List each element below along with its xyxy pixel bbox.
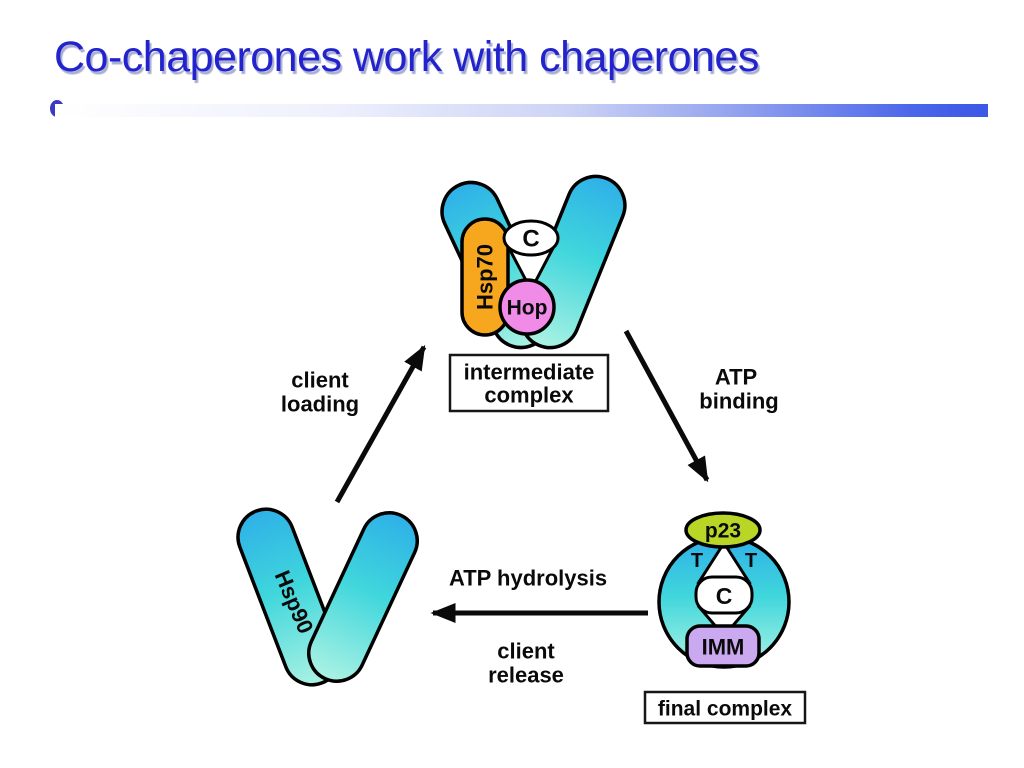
client-c-label-top: C xyxy=(522,226,539,253)
atp-hydrolysis-label: ATP hydrolysis xyxy=(449,566,607,591)
final-complex-graphic: C T T p23 IMM xyxy=(657,511,791,669)
hsp90-dimer-graphic: Hsp90 xyxy=(236,507,419,687)
atp-binding-arrow xyxy=(623,329,710,483)
final-complex-box xyxy=(643,690,807,725)
hsp70-label: Hsp70 xyxy=(473,244,498,310)
client-c-oval-top xyxy=(502,219,560,257)
client-c-oval-final xyxy=(694,575,754,615)
atp-binding-label-line1: ATP xyxy=(715,365,757,390)
slide-title: Co-chaperones work with chaperones xyxy=(54,33,759,81)
client-loading-arrow xyxy=(334,344,427,504)
atp-binding-label-line2: binding xyxy=(699,389,778,414)
hop-label: Hop xyxy=(507,297,548,320)
hsp70-capsule xyxy=(460,217,510,337)
title-underline-bar xyxy=(55,104,988,117)
hsp90-free-arm-right xyxy=(307,511,419,683)
p23-ellipse xyxy=(684,511,762,549)
client-release-label-line2: release xyxy=(488,663,564,688)
hop-circle xyxy=(498,278,556,336)
imm-label: IMM xyxy=(702,635,745,660)
intermediate-complex-box xyxy=(448,353,610,413)
client-loading-label-line1: client xyxy=(291,368,349,393)
intermediate-complex-label-line2: complex xyxy=(484,383,574,408)
t-site-left-label: T xyxy=(691,550,703,572)
client-loading-label-line2: loading xyxy=(281,392,359,417)
client-release-label-line1: client xyxy=(497,639,555,664)
intermediate-complex-graphic: Hsp70 C Hop xyxy=(440,174,627,350)
intermediate-complex-label-line1: intermediate xyxy=(464,360,595,385)
client-c-label-final: C xyxy=(716,583,733,609)
final-complex-label: final complex xyxy=(658,698,793,721)
imm-capsule xyxy=(685,624,761,668)
t-site-right-label: T xyxy=(745,550,757,572)
p23-label: p23 xyxy=(705,520,741,543)
